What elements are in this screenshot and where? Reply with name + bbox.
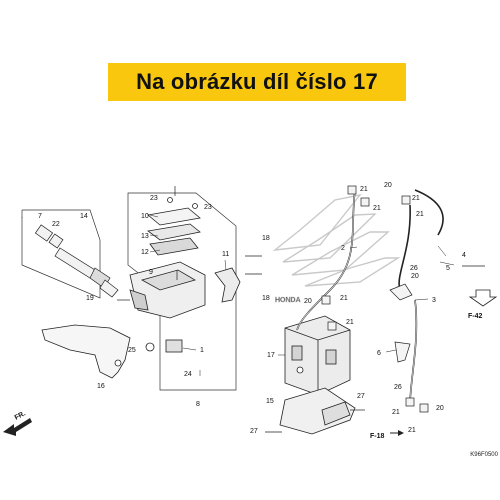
f18-ref: F-18 (370, 430, 404, 440)
part-label-13: 13 (141, 233, 149, 240)
part-label-11: 11 (222, 251, 229, 258)
part-label-21g: 21 (392, 409, 400, 416)
part-label-20b: 20 (304, 298, 312, 305)
part-label-27b: 27 (250, 428, 258, 435)
leader-lines (149, 214, 455, 376)
part-labels: 7 22 14 23 23 10 13 12 9 11 18 18 19 25 … (38, 182, 466, 435)
hose-inner-lines (296, 189, 417, 406)
part-label-21d: 21 (416, 211, 424, 218)
part-label-21h: 21 (408, 427, 416, 434)
part-label-21c: 21 (412, 195, 420, 202)
banner-text: Na obrázku díl číslo 17 (136, 69, 378, 94)
piston-assembly (34, 224, 119, 298)
brake-lever (41, 324, 131, 379)
part-label-7: 7 (38, 213, 42, 220)
part-label-23b: 23 (204, 204, 212, 211)
part-label-21a: 21 (360, 186, 368, 193)
part-label-14: 14 (80, 213, 88, 220)
fr-label: FR. (14, 410, 27, 422)
part-label-26b: 26 (394, 384, 402, 391)
part-label-9: 9 (149, 269, 153, 276)
left-parts-group (21, 209, 101, 299)
part-label-1: 1 (200, 347, 204, 354)
part-label-16: 16 (97, 383, 105, 390)
part-label-27a: 27 (357, 393, 365, 400)
part-label-12: 12 (141, 249, 149, 256)
honda-wing-watermark: HONDA (272, 193, 401, 304)
part-label-24: 24 (184, 371, 192, 378)
bolts (117, 186, 485, 433)
part-label-22: 22 (52, 221, 60, 228)
part-label-3: 3 (432, 297, 436, 304)
part-label-21f: 21 (346, 319, 354, 326)
master-cylinder-body (129, 261, 206, 353)
reservoir-cap (147, 197, 201, 256)
diagram-code: K96F0500 (470, 452, 498, 458)
part-label-10: 10 (141, 213, 149, 220)
part-label-20d: 20 (436, 405, 444, 412)
part-label-26a: 26 (410, 265, 418, 272)
part-label-20a: 20 (384, 182, 392, 189)
part-label-6: 6 (377, 350, 381, 357)
part-label-4: 4 (462, 252, 466, 259)
part-label-19: 19 (86, 295, 94, 302)
abs-bracket (279, 387, 356, 435)
part-label-17: 17 (267, 352, 275, 359)
part-label-2: 2 (341, 245, 345, 252)
part-label-18b: 18 (262, 295, 270, 302)
f42-arrow: F-42 (468, 289, 498, 320)
part-label-21e: 21 (340, 295, 348, 302)
ref-f42: F-42 (468, 313, 483, 320)
part-label-8: 8 (196, 401, 200, 408)
part-label-21b: 21 (373, 205, 381, 212)
part-label-15: 15 (266, 398, 274, 405)
front-direction-arrow: FR. (3, 410, 32, 436)
ref-f18: F-18 (370, 433, 385, 440)
master-cylinder-group (127, 192, 237, 391)
part-label-20c: 20 (411, 273, 419, 280)
honda-text: HONDA (275, 297, 301, 304)
part-label-5: 5 (446, 265, 450, 272)
handlebar-clamp (214, 267, 241, 303)
hose-fittings (321, 185, 429, 413)
part-label-18a: 18 (262, 235, 270, 242)
part-number-banner: Na obrázku díl číslo 17 (108, 63, 406, 101)
part-label-25: 25 (128, 347, 136, 354)
part-label-23a: 23 (150, 195, 158, 202)
abs-modulator (284, 315, 351, 396)
